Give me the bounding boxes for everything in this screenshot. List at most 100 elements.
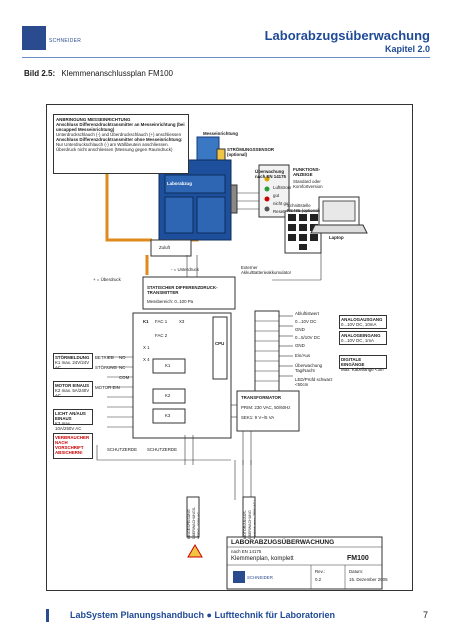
digital-in-sub: Max. Kabellänge <3m [341,367,384,372]
ausgang-v-label: 0...10V DC [295,319,317,324]
rev-label: Rev.: [315,569,325,574]
indicator-luftstrom: Luftstrom [273,185,292,190]
zuluft-box [150,239,192,257]
gnd-label: GND [295,327,305,332]
instructions-1-title: Anschluss Differenzdrucktransmitter an M… [56,122,185,132]
instructions-2-text: Nur Unterdruckschlauch (-) am Wäßbeutein… [56,142,173,152]
indicator-gut: gut [273,193,280,198]
funktionsanzeige-sub: Standard oder Komfortversion [293,179,323,189]
x3-label: X3 [179,319,185,324]
x4-label: X 4 [143,357,150,362]
gnd2-label: GND [295,343,305,348]
warning-icon [187,544,203,558]
instructions-2-title: Anschluss Differenzdrucktransmitter ohne… [56,137,183,142]
sollwert-label: 0...5/10V DC [295,335,321,340]
transmitter-label: STATISCHER DIFFERENZDRUCK-TRANSMITTER [147,285,218,295]
figure-caption: Bild 2.5: Klemmenanschlussplan FM100 [24,69,173,78]
logo-text: SCHNEIDER [49,38,82,44]
analog-out-box: ANALOGAUSGANG 0...10V DC, 10mA [339,315,387,329]
stoermeldung-box: STÖRMELDUNG K1 max. 24V/24V AC [53,353,93,370]
cpu-chip [212,316,228,380]
title-block [226,536,383,590]
schutzerde-label: SCHUTZERDE [107,447,138,452]
ledprog-label: LED/Prüfd schwarz <50cm [295,377,333,387]
analog-in-box: ANALOGEINGANG 0...10V DC, 1mA [339,331,387,345]
zuluft-label: Zuluft [159,245,170,250]
figure-number: Bild 2.5: [24,69,56,78]
motor-ein-label: MOTOR EIN [95,385,120,390]
einaus-label: Ein/Aus [295,353,311,358]
no-label: NO [119,355,126,360]
relay-k2: K2 [165,393,171,398]
messeinrichtung-label: Messeinrichtung [203,131,238,136]
title-block-subtitle: nach EN 14175 [231,549,262,554]
rev-value: 0.2 [315,577,322,582]
motor-title: MOTOR EINAUS [55,383,90,388]
title-block-title: LABORABZUGSÜBERWACHUNG [231,539,335,546]
tagnacht-label: Überwachung Tag/Nacht [295,363,323,373]
transmitter-range: Messbereich: 0..100 Pa [147,299,194,304]
digital-in-title: DIGITALE EINGÄNGE [341,357,365,367]
motor-box: MOTOR EINAUS K2 max. 5A/240V AC [53,381,93,398]
istwert-label: Abluftistwert [295,311,319,316]
chapter-label: Kapitel 2.0 [384,44,430,54]
digital-in-box: DIGITALE EINGÄNGE Max. Kabellänge <3m [339,355,387,372]
ueberdruck-label: + = Überdruck [93,277,121,282]
relay-k3: K3 [165,413,171,418]
function-display [258,164,290,218]
transformer [236,390,300,432]
verbraucher-warning: VERBRAUCHER NACH VORSCHRIFT ABSICHERN! [53,433,93,459]
fac1-label: FAC 1 [155,319,168,324]
date-label: Datum: [349,569,364,574]
title-block-model: FM100 [347,555,369,562]
schutzerde-label-2: SCHUTZERDE [147,447,178,452]
transformator-label: TRANSFORMATOR [241,395,282,400]
terminal-block [254,310,280,394]
page-number: 7 [422,610,428,620]
instructions-box: ANBRINGUNG MESSEINRICHTUNG Anschluss Dif… [53,114,189,174]
title-block-logo-text: SCHNEIDER [247,575,273,580]
trafo-sek: SEK1: 9 V~/5 VA [241,415,275,420]
stoerung-label: STÖRUNG [95,365,117,370]
com-label: COM [119,375,130,380]
company-logo [22,26,46,50]
stoermeldung-sub: K1 max. 24V/24V AC [55,360,90,370]
fac2-label: FAC 2 [155,333,168,338]
instructions-1-text: Unterdruckschlauch (-) und Überdruckschl… [56,132,182,137]
relay-k1: K1 [165,363,171,368]
analog-in-sub: 0...10V DC, 1mA [341,338,374,343]
footer-text: LabSystem Planungshandbuch ● Lufttechnik… [70,610,335,620]
schnittstelle-label: Schnittstelle RS485 (optional) [287,203,320,213]
bottom-label-2: MOTOR/AN/AUS-ÜBERWACHUNG Kontakt: max. 2… [243,499,255,539]
bottom-label-1: EINGESPEISUNG ÜBERWACHUNGS-KREIS, 230V A… [187,506,199,539]
unterdruck-label: - = Unterdruck [171,267,199,272]
laptop-label: Laptop [329,235,344,240]
stroemungssensor-label: STRÖMUNGSSENSOR (optional) [227,147,275,157]
betrieb-label: BETRIEB [95,355,114,360]
motor-sub: K2 max. 5A/240V AC [55,388,90,398]
x1-label: X 1 [143,345,150,350]
title-block-desc: Klemmenplan, komplett [231,556,294,562]
wiring-diagram-frame: ANBRINGUNG MESSEINRICHTUNG Anschluss Dif… [46,104,413,591]
header-divider [22,57,430,58]
laborabzug-label: Laborabzug [167,181,192,186]
analog-in-title: ANALOGEINGANG [341,333,381,338]
nc-label: NC [119,365,126,370]
analog-out-title: ANALOGAUSGANG [341,317,383,322]
ueberwachung-label: Überwachung nach EN 14175 [255,169,286,179]
stoermeldung-title: STÖRMELDUNG [55,355,90,360]
licht-box: LICHT AN/AUS EINAUS K3 max. 10A/250V AC [53,409,93,431]
indicator-nicht-gut: nicht gut [273,201,290,206]
licht-sub: K3 max. 10A/250V AC [55,421,82,431]
indicator-reset: Reset [273,209,285,214]
externer-label: Externer Akku/Batterieakkumulator [241,265,292,275]
date-value: 15. Dezember 2005 [349,577,388,582]
hose-negative [105,165,152,242]
licht-title: LICHT AN/AUS EINAUS [55,411,86,421]
cpu-label: CPU [215,341,225,346]
footer-bar [46,609,49,622]
instructions-title: ANBRINGUNG MESSEINRICHTUNG [56,117,131,122]
analog-out-sub: 0...10V DC, 10mA [341,322,377,327]
figure-title: Klemmenanschlussplan FM100 [61,69,173,78]
transmitter-box [142,276,236,310]
